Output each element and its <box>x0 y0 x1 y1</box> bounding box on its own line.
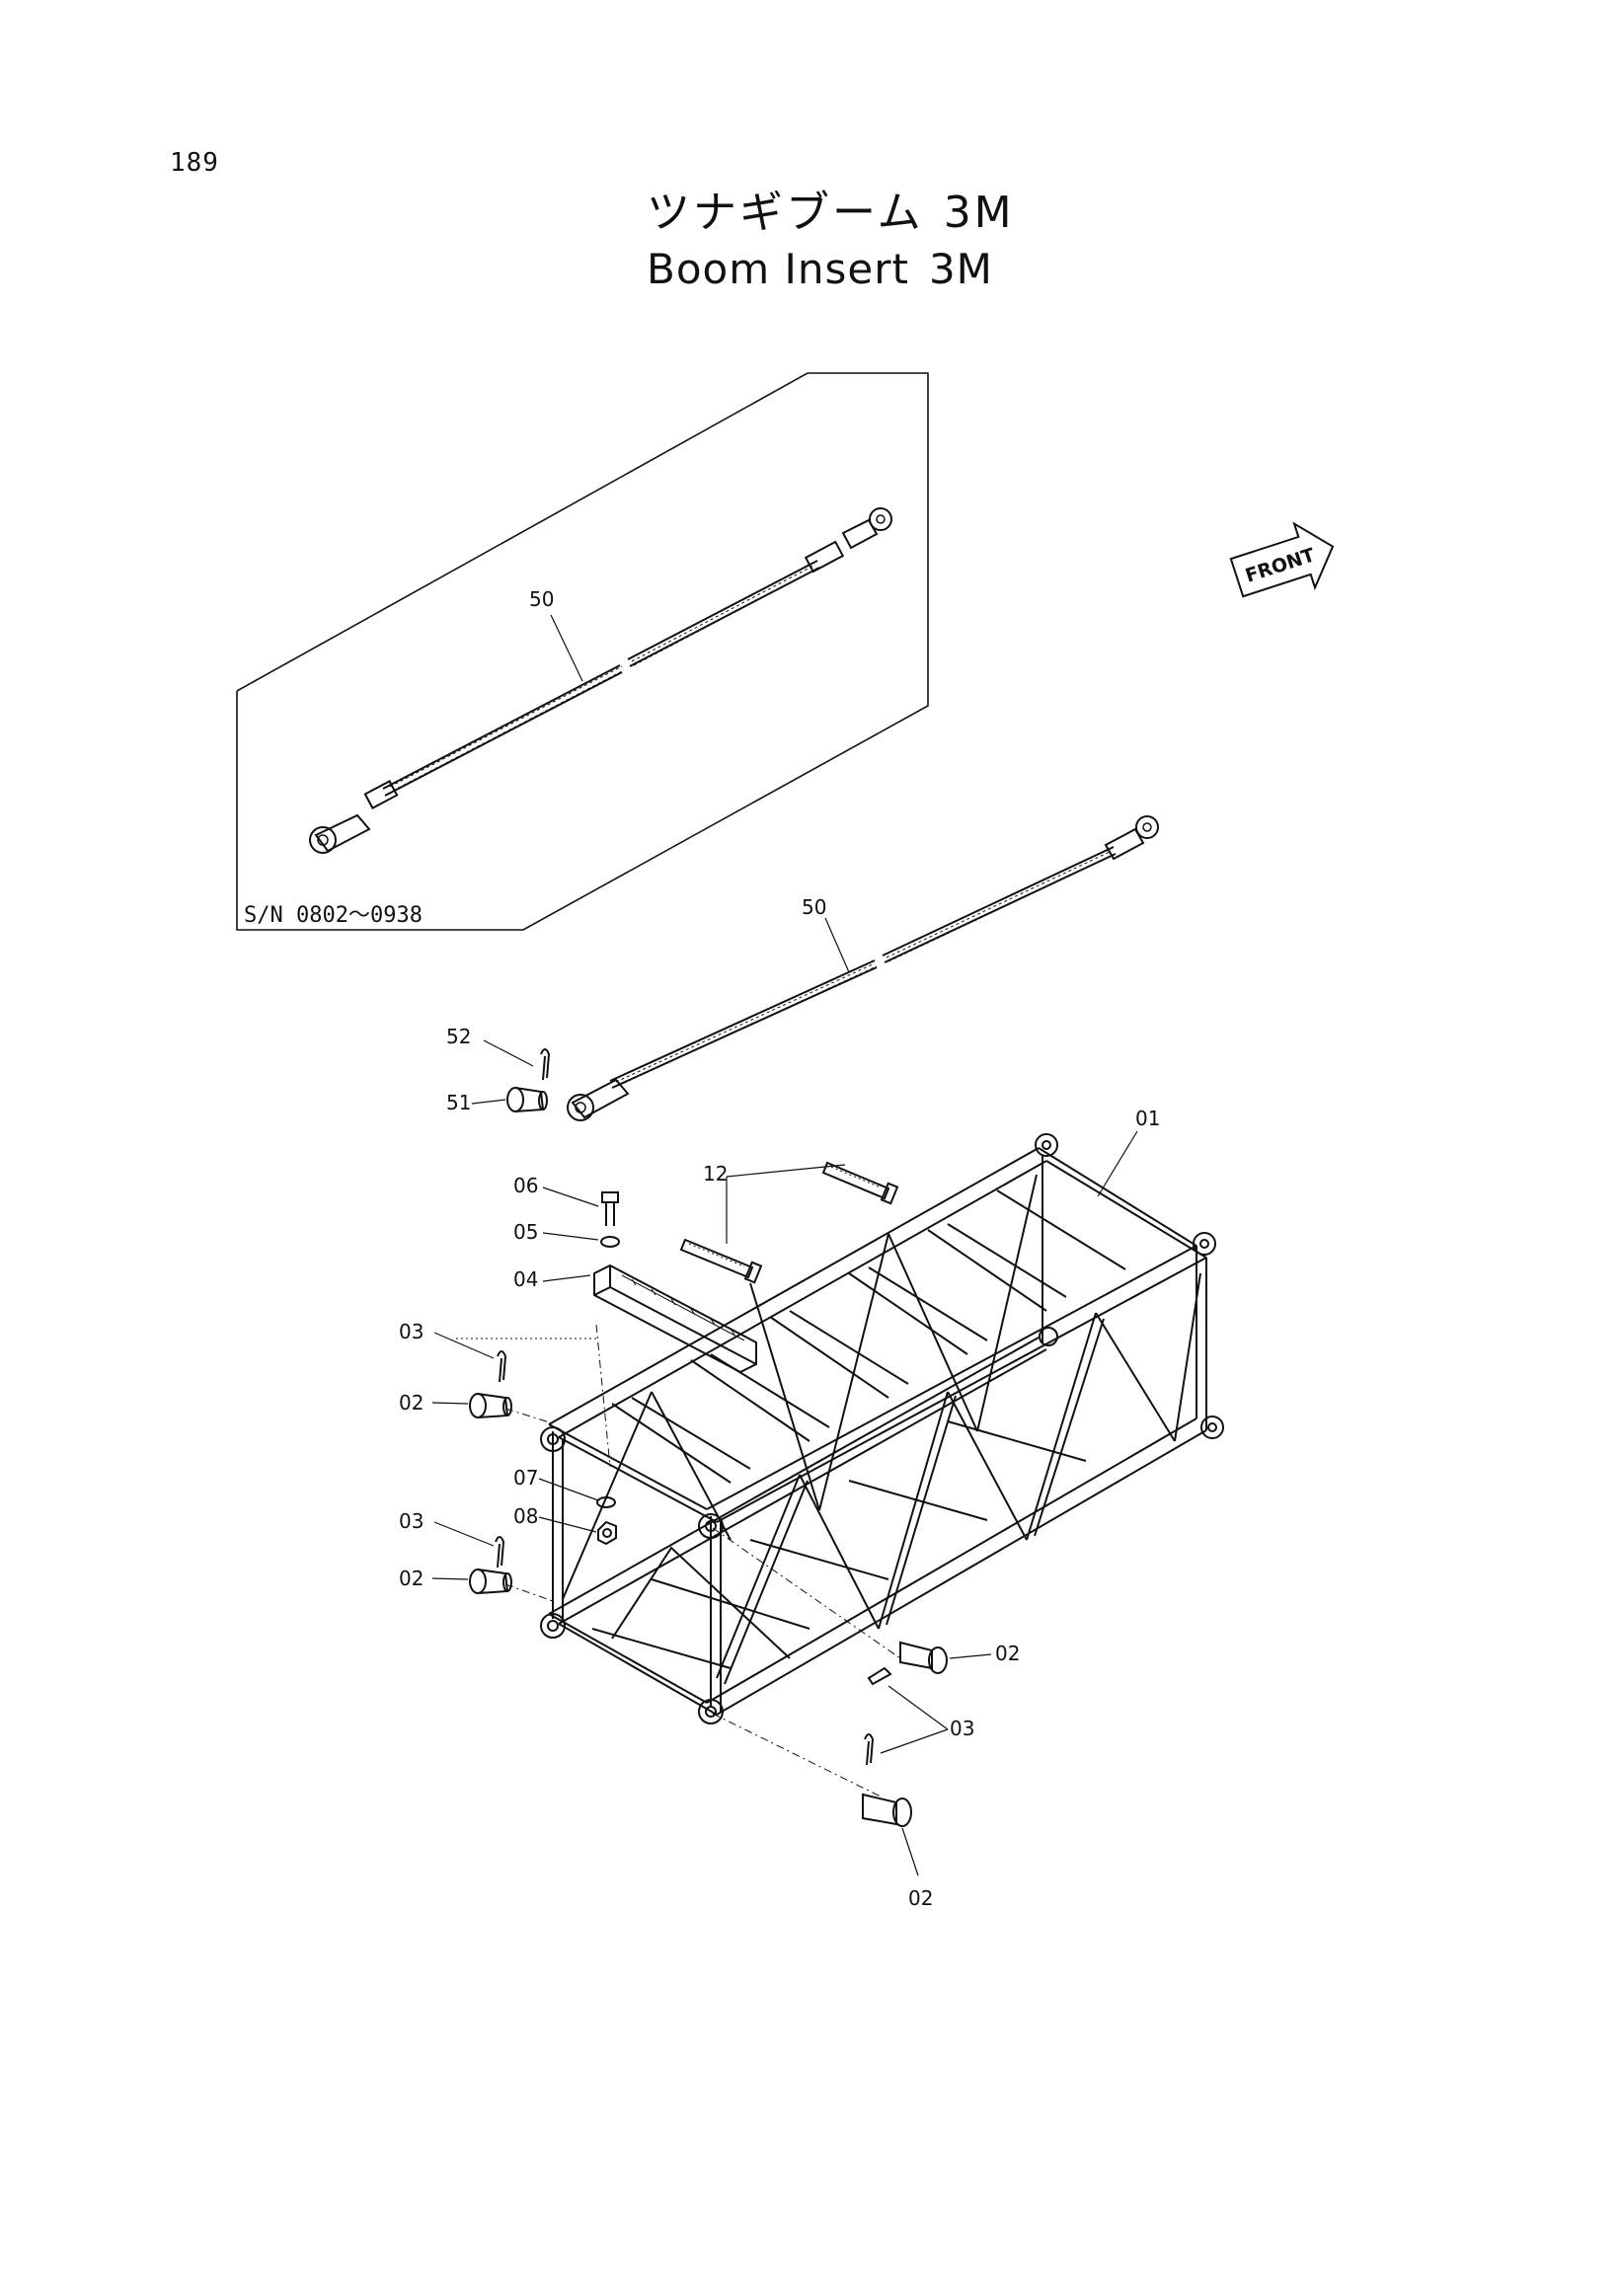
connecting-pin-02-right <box>899 1641 948 1674</box>
plate-04 <box>593 1263 757 1374</box>
callout-07: 07 <box>513 1466 538 1490</box>
title-english-size: 3M <box>928 245 993 293</box>
spring-pin-03-bottom <box>864 1733 875 1766</box>
title-japanese-size: 3M <box>943 188 1015 238</box>
connecting-pin-02-bottom <box>862 1793 912 1827</box>
chord-lugs <box>540 1133 1224 1724</box>
callout-02-bottom: 02 <box>908 1886 933 1910</box>
callout-02-upper-left: 02 <box>399 1391 424 1415</box>
callout-04: 04 <box>513 1267 538 1291</box>
connecting-pin-02-upper <box>469 1393 512 1418</box>
callout-02-lower-left: 02 <box>399 1567 424 1590</box>
front-arrow-icon: FRONT <box>1229 521 1335 598</box>
callout-52: 52 <box>446 1025 471 1048</box>
title-english: Boom Insert 3M <box>647 241 1239 298</box>
callout-03-right: 03 <box>950 1717 974 1740</box>
callout-05: 05 <box>513 1220 538 1244</box>
callout-12: 12 <box>703 1162 728 1186</box>
connecting-pin-51 <box>506 1087 548 1112</box>
callout-08: 08 <box>513 1504 538 1528</box>
callout-51: 51 <box>446 1091 471 1114</box>
title-japanese-text: ツナギブーム <box>647 188 924 238</box>
bolt-06 <box>601 1191 619 1226</box>
boom-insert-lattice <box>548 1147 1207 1716</box>
title-japanese: ツナギブーム 3M <box>647 186 1239 241</box>
callout-03-upper-left: 03 <box>399 1320 424 1343</box>
spring-pin-03-right <box>867 1666 892 1686</box>
spring-pin-03-lower <box>495 1536 505 1569</box>
spring-pin-52 <box>540 1048 551 1081</box>
serial-number-note: S/N 0802～0938 <box>244 903 423 928</box>
title-english-text: Boom Insert <box>647 245 909 293</box>
callout-01: 01 <box>1135 1107 1160 1130</box>
inset-panel <box>236 372 929 931</box>
pendant-rod-inset <box>309 507 892 854</box>
callout-02-right: 02 <box>995 1642 1020 1665</box>
washer-05 <box>600 1236 620 1248</box>
bolts-12 <box>679 1161 899 1284</box>
connecting-pin-02-lower <box>469 1569 512 1594</box>
callout-50-inset: 50 <box>529 587 554 611</box>
nut-08 <box>597 1520 617 1546</box>
page-number: 189 <box>170 148 219 178</box>
callout-03-lower-left: 03 <box>399 1509 424 1533</box>
callout-50-main: 50 <box>802 895 826 919</box>
pendant-rod <box>567 815 1159 1121</box>
callout-06: 06 <box>513 1174 538 1197</box>
spring-pin-03-upper <box>497 1350 507 1383</box>
